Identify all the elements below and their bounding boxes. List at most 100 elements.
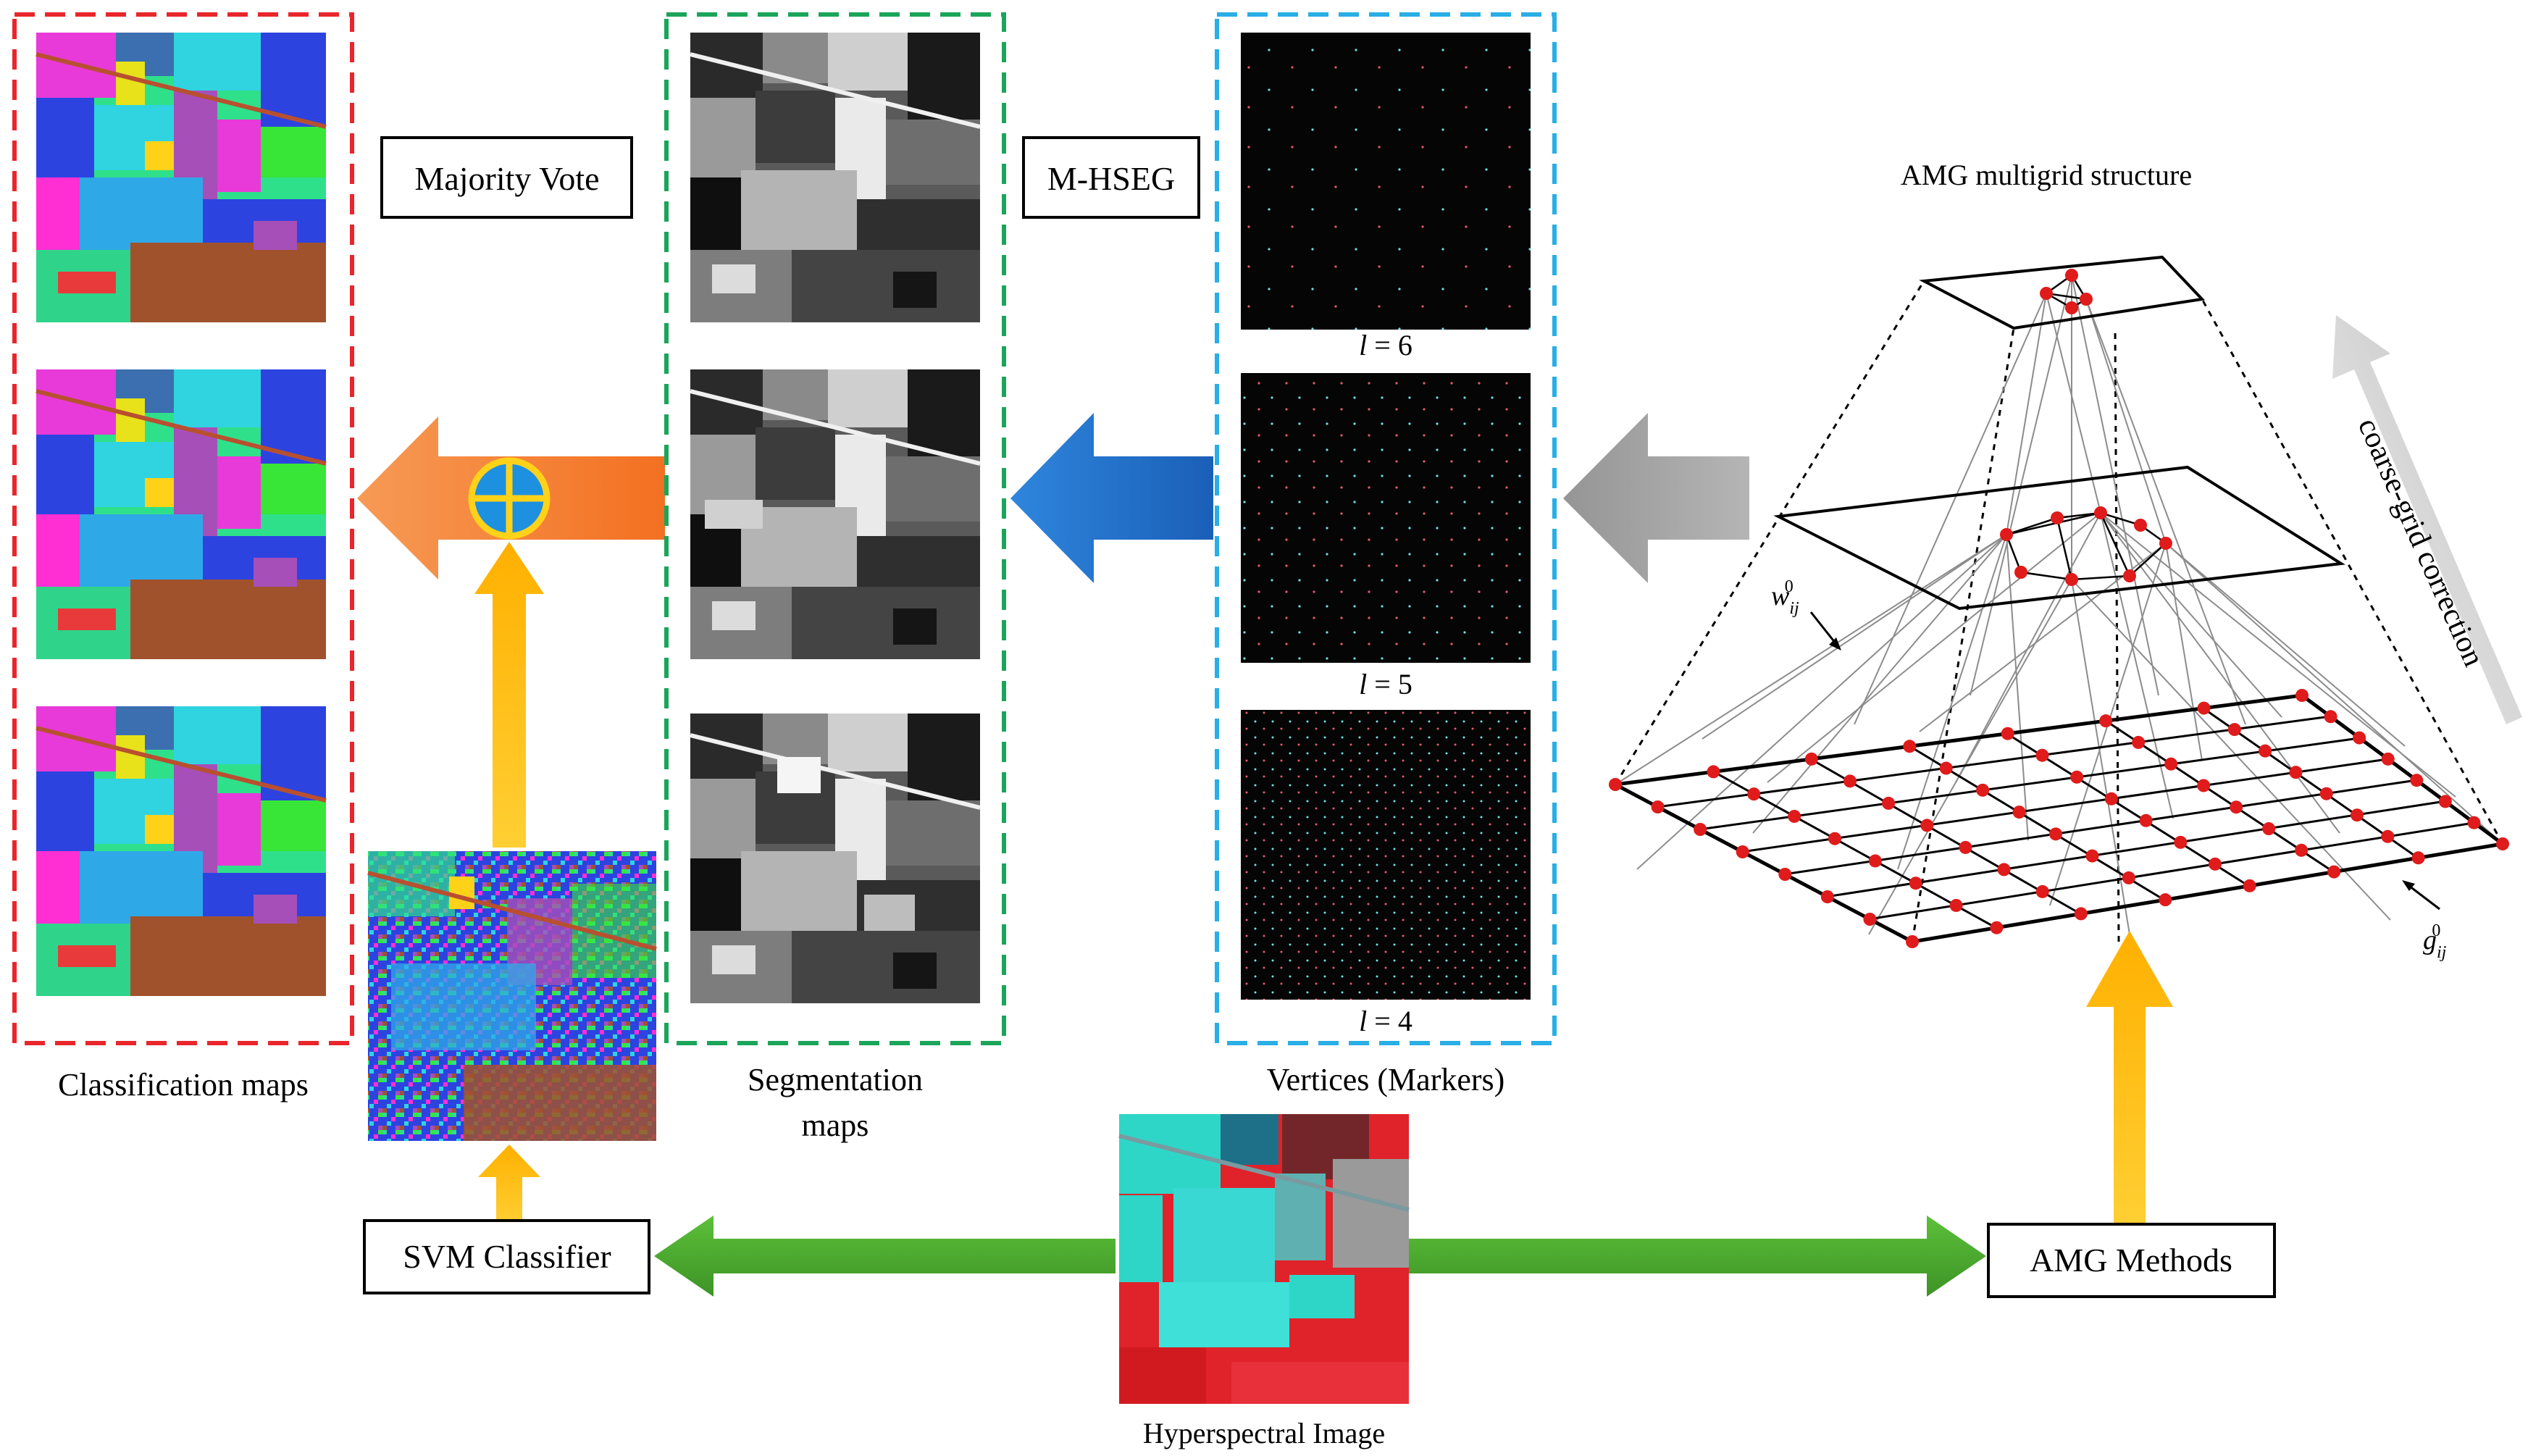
- fine-grid-node: [2230, 800, 2243, 814]
- fine-grid-node: [2070, 770, 2084, 784]
- fine-grid-node: [2351, 808, 2364, 822]
- fine-grid-node: [1949, 898, 1963, 912]
- classification-maps-caption: Classification maps: [58, 1067, 309, 1103]
- yellow-arrow-amg-methods-to-structure: [2086, 931, 2173, 1224]
- fine-grid-node: [1778, 868, 1792, 881]
- grid-level-fine: [1609, 693, 2508, 944]
- fine-grid-node: [2099, 714, 2113, 728]
- fine-grid-node: [2289, 766, 2303, 779]
- fine-grid-node: [1804, 752, 1818, 766]
- medium-grid-node: [2014, 566, 2027, 579]
- fine-grid-node: [1747, 787, 1761, 801]
- segmentation-map-3: [690, 714, 980, 1003]
- fine-grid-node: [1863, 913, 1877, 926]
- fine-grid-node: [2381, 752, 2395, 766]
- gray-arrow: [1563, 413, 1749, 583]
- fine-grid-node: [2227, 723, 2241, 737]
- majority-vote-label: Majority Vote: [414, 160, 599, 197]
- fine-grid-node: [2085, 849, 2099, 863]
- classification-map-3: [36, 706, 326, 996]
- yellow-arrow-svm-to-fusion: [474, 542, 544, 848]
- coarse-grid-correction-label: coarse-grid correction: [2351, 413, 2490, 671]
- fine-grid-node: [2243, 879, 2256, 892]
- coarse-grid-node: [2040, 287, 2053, 300]
- fine-grid-node: [2159, 893, 2172, 907]
- segmentation-maps-frame: [664, 12, 1006, 1045]
- classification-maps-frame: [12, 12, 354, 1045]
- vertices-frame: [1215, 12, 1557, 1045]
- fine-grid-node: [2411, 851, 2425, 865]
- medium-grid-node: [2051, 511, 2064, 524]
- level-label-6: l= 6: [1359, 329, 1412, 361]
- amg-structure-title: AMG multigrid structure: [1901, 159, 2192, 191]
- g-ij-pointer: [2406, 882, 2440, 911]
- mhseg-box: [1022, 136, 1200, 219]
- amg-nodes: [1609, 269, 2509, 948]
- w-ij-arrowhead: [1829, 637, 1841, 650]
- segmentation-map-2: [690, 369, 980, 659]
- grid-level-coarse: [1919, 255, 2206, 330]
- coarse-grid-node: [2065, 269, 2078, 282]
- fine-grid-node: [2104, 792, 2118, 806]
- fine-grid-node: [2174, 835, 2188, 849]
- fine-grid-node: [1788, 809, 1801, 823]
- fine-grid-node: [1843, 774, 1857, 788]
- fine-grid-node: [1736, 845, 1749, 858]
- fine-grid-node: [2259, 744, 2272, 758]
- vertices-caption: Vertices (Markers): [1267, 1062, 1505, 1097]
- fine-grid-node: [2132, 735, 2146, 749]
- fine-grid-node: [1882, 796, 1896, 810]
- fine-grid-node: [2035, 748, 2049, 762]
- fine-grid-node: [1997, 863, 2011, 876]
- fine-grid-node: [2197, 701, 2211, 715]
- fine-grid-node: [2262, 822, 2276, 836]
- fusion-symbol-icon: [468, 457, 551, 540]
- fine-grid-node: [1694, 823, 1707, 836]
- fine-grid-node: [2012, 806, 2026, 819]
- fine-grid-node: [2324, 710, 2337, 724]
- level-label-5: l= 5: [1359, 668, 1412, 700]
- g-ij-arrowhead: [2402, 880, 2415, 891]
- amg-methods-box: [1987, 1223, 2276, 1298]
- coarse-grid-correction-arrow: [2332, 315, 2522, 724]
- fine-grid-node: [1909, 876, 1922, 890]
- fine-grid-node: [2353, 731, 2366, 745]
- fine-grid-node: [2074, 907, 2088, 921]
- fine-grid-node: [2438, 795, 2452, 808]
- yellow-arrow-classifier-to-map: [478, 1145, 540, 1224]
- fine-grid-node: [1939, 761, 1953, 775]
- fine-grid-node: [2164, 757, 2178, 771]
- medium-grid-node: [2000, 528, 2013, 541]
- w-ij-label: wij0: [1771, 577, 1799, 618]
- level-label-4: l= 4: [1359, 1005, 1412, 1037]
- mhseg-label: M-HSEG: [1047, 160, 1175, 197]
- medium-grid-node: [2094, 506, 2107, 519]
- svm-classifier-box: [363, 1219, 650, 1294]
- fine-grid-node: [2035, 884, 2049, 898]
- fine-grid-node: [2295, 843, 2309, 857]
- amg-methods-label: AMG Methods: [2030, 1242, 2232, 1279]
- fine-grid-node: [1820, 890, 1834, 903]
- segmentation-maps-caption-line1: Segmentation: [748, 1062, 923, 1097]
- fine-grid-node: [2049, 827, 2062, 841]
- vertices-map-level-4: [1241, 710, 1531, 1000]
- fine-grid-node: [2381, 829, 2395, 843]
- svm-classifier-label: SVM Classifier: [403, 1238, 611, 1275]
- coarse-grid-node: [2080, 293, 2093, 306]
- fine-grid-node: [2197, 779, 2211, 792]
- fine-grid-node: [1906, 935, 1919, 948]
- segmentation-map-1: [690, 33, 980, 322]
- fine-grid-node: [2327, 865, 2341, 879]
- fine-grid-node: [1707, 765, 1720, 779]
- g-ij-label: gij0: [2423, 921, 2447, 962]
- blue-arrow: [1010, 413, 1213, 583]
- grid-level-medium: [1773, 465, 2345, 611]
- fine-grid-node: [2410, 774, 2424, 787]
- segmentation-maps-caption-line2: maps: [802, 1108, 869, 1143]
- fine-grid-node: [2467, 816, 2481, 829]
- fine-grid-node: [1976, 783, 1990, 797]
- fine-grid-node: [1903, 740, 1917, 753]
- svm-output-map: [367, 851, 657, 1141]
- majority-vote-box: [380, 136, 633, 219]
